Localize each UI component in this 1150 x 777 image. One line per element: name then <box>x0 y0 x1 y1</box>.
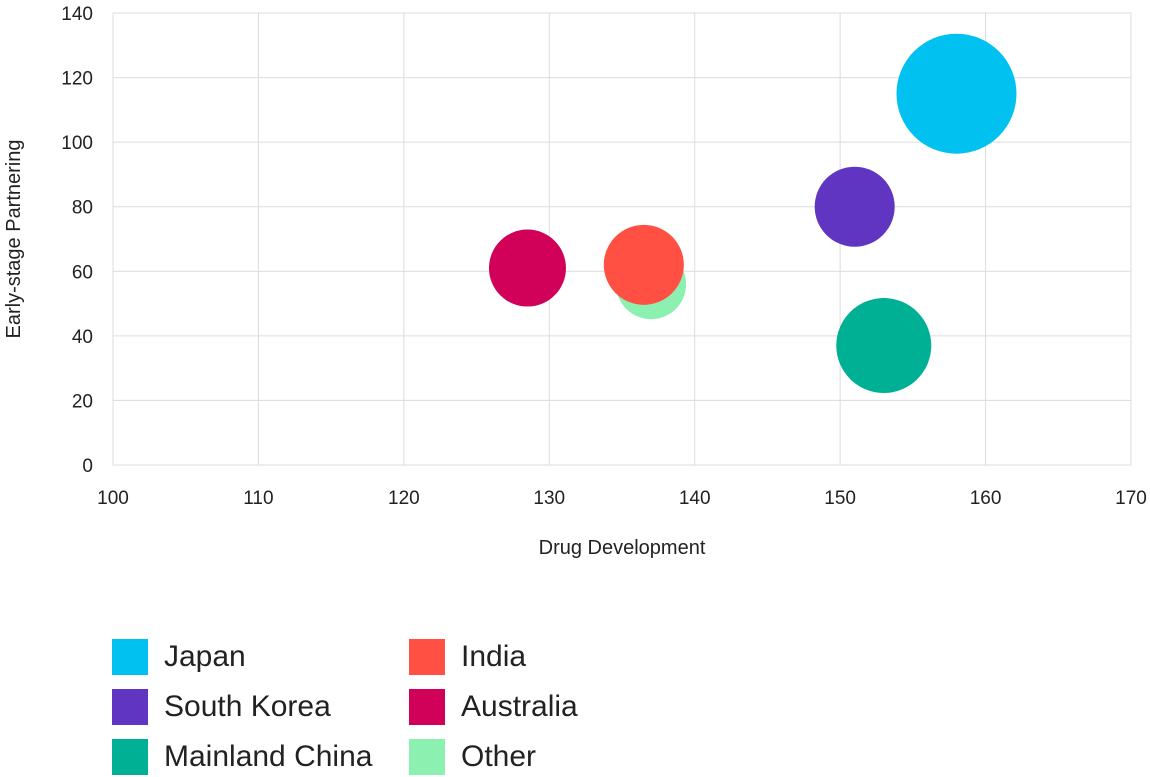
legend-swatch <box>112 739 148 775</box>
x-axis-title: Drug Development <box>539 537 706 559</box>
bubbles <box>488 33 1017 394</box>
legend-label: Mainland China <box>164 740 373 773</box>
legend-item-other: Other <box>409 737 536 777</box>
x-tick-label: 100 <box>97 488 129 509</box>
x-tick-label: 110 <box>243 488 273 509</box>
legend-item-mainland-china: Mainland China <box>112 737 372 777</box>
legend-label: South Korea <box>164 690 331 723</box>
bubble-south-korea <box>814 166 895 247</box>
y-tick-label: 120 <box>61 69 93 90</box>
y-tick-label: 140 <box>61 4 93 25</box>
legend-item-japan: Japan <box>112 637 246 677</box>
legend-item-australia: Australia <box>409 687 578 727</box>
y-tick-label: 0 <box>82 456 93 477</box>
legend-item-south-korea: South Korea <box>112 687 331 727</box>
x-tick-label: 120 <box>388 488 420 509</box>
legend-swatch <box>112 689 148 725</box>
x-tick-label: 150 <box>824 488 856 509</box>
legend-label: Other <box>461 740 537 773</box>
bubble-japan <box>896 33 1017 154</box>
legend-label: Japan <box>164 640 246 673</box>
y-axis-ticks: 0 20 40 60 80 100 120 140 <box>61 4 93 477</box>
legend-swatch <box>112 639 148 675</box>
x-tick-label: 140 <box>679 488 711 509</box>
x-axis-ticks: 100 110 120 130 140 150 160 170 <box>97 488 1147 509</box>
bubble-chart: 100 110 120 130 140 150 160 170 0 20 40 60 80 100 120… <box>3 4 1147 559</box>
y-tick-label: 60 <box>72 262 93 283</box>
y-tick-label: 100 <box>61 133 93 154</box>
y-tick-label: 40 <box>72 327 93 348</box>
legend-swatch <box>409 639 445 675</box>
x-tick-label: 170 <box>1115 488 1147 509</box>
y-axis-title: Early-stage Partnering <box>3 140 25 339</box>
legend: Japan South Korea Mainland China India A… <box>112 637 712 777</box>
legend-label: Australia <box>461 690 578 723</box>
bubble-australia <box>488 229 566 307</box>
legend-swatch <box>409 739 445 775</box>
bubble-mainland-china <box>836 298 932 394</box>
x-tick-label: 160 <box>970 488 1002 509</box>
legend-item-india: India <box>409 637 526 677</box>
y-tick-label: 20 <box>72 391 93 412</box>
y-tick-label: 80 <box>72 198 93 219</box>
bubble-india <box>603 224 684 305</box>
legend-label: India <box>461 640 527 673</box>
legend-swatch <box>409 689 445 725</box>
x-tick-label: 130 <box>533 488 565 509</box>
